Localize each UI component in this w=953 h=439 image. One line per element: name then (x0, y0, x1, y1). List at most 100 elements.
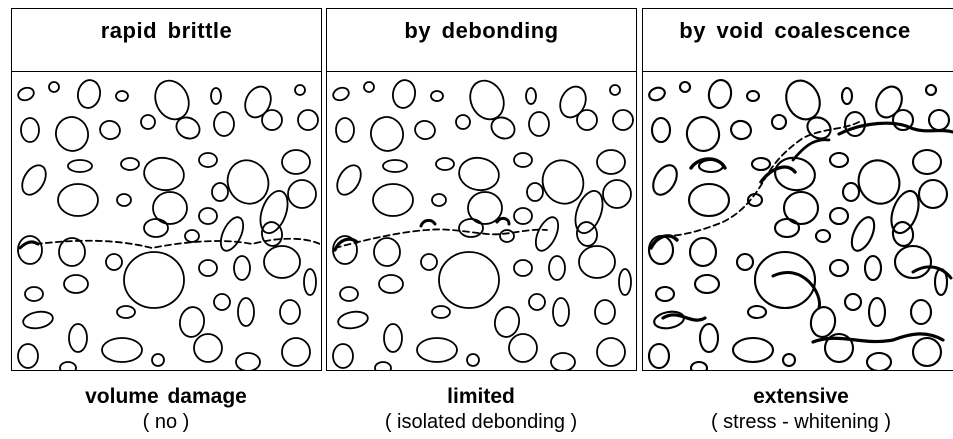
particle (781, 352, 797, 368)
particle (594, 299, 616, 325)
particle (770, 113, 788, 131)
particle (841, 181, 861, 203)
particle (237, 297, 255, 327)
particle (499, 229, 515, 243)
particle (259, 190, 289, 234)
particle (143, 218, 169, 238)
particle (875, 85, 903, 119)
particle (57, 183, 99, 217)
particle (828, 258, 850, 278)
particle (414, 120, 436, 140)
particle (335, 117, 355, 143)
particle (363, 81, 375, 93)
particle (911, 336, 943, 368)
particle (467, 191, 503, 225)
particle (863, 254, 883, 282)
particle (653, 310, 685, 330)
particle (175, 116, 201, 140)
particle (891, 221, 915, 247)
particle (48, 81, 60, 93)
particle (528, 111, 550, 137)
particle (235, 352, 261, 370)
particle (909, 298, 933, 326)
crack-debond (649, 234, 679, 250)
crack-dashed (35, 237, 320, 249)
particle (735, 252, 755, 272)
caption-sub: ( isolated debonding ) (384, 411, 578, 433)
particle (287, 179, 317, 209)
particle (373, 237, 401, 267)
panel-by-void-coalescence: by void coalescence (642, 8, 953, 371)
particle (438, 251, 500, 309)
particle (513, 259, 533, 277)
crack-debond (661, 313, 707, 322)
particle (226, 159, 270, 205)
particle (55, 116, 89, 152)
particle (654, 285, 676, 303)
particle (63, 274, 89, 294)
particle (382, 159, 408, 173)
panel-title: by debonding (404, 18, 559, 43)
particle (339, 286, 359, 302)
particle (753, 250, 817, 310)
crack-dashed (664, 121, 860, 237)
panel-header: rapid brittle (12, 9, 321, 72)
particle (213, 111, 235, 137)
particle (596, 149, 626, 175)
particle (99, 120, 121, 140)
caption-sub: ( stress - whitening ) (710, 411, 892, 433)
particle (370, 116, 404, 152)
particle (435, 157, 455, 171)
particle (76, 79, 102, 109)
particle (602, 179, 632, 209)
particle (17, 86, 35, 102)
particle (58, 237, 86, 267)
particle (890, 189, 920, 235)
particle (263, 245, 301, 279)
particle (552, 297, 570, 327)
particle (178, 306, 206, 338)
particle (750, 156, 772, 172)
particle (850, 216, 876, 252)
crack-debond (759, 165, 797, 184)
particle (143, 156, 185, 192)
particle (678, 80, 692, 94)
particle (67, 159, 93, 173)
particle (378, 274, 404, 294)
particle (652, 164, 678, 196)
crack-debond (911, 265, 953, 280)
crack-coalescence (791, 138, 831, 162)
particle (332, 343, 354, 369)
particle (528, 293, 546, 311)
particle (828, 206, 850, 226)
particle (857, 159, 901, 205)
particle (123, 251, 185, 309)
panel-by-debonding: by debonding (326, 8, 637, 371)
particle-field (12, 72, 321, 370)
particle (210, 87, 222, 105)
particle (490, 116, 516, 140)
particle-field-svg (332, 79, 634, 370)
particle (924, 83, 938, 97)
particle (332, 86, 350, 102)
particle (105, 253, 123, 271)
particle (116, 193, 132, 207)
particle (648, 86, 666, 102)
particle (151, 353, 165, 367)
crack-debond (771, 271, 821, 310)
caption-limited: limited ( isolated debonding ) (331, 384, 631, 434)
caption-sub: ( no ) (142, 411, 190, 433)
particle (193, 333, 223, 363)
particle (297, 109, 319, 131)
particle (618, 268, 632, 296)
particle (707, 79, 733, 109)
particle (279, 299, 301, 325)
particle (814, 228, 832, 244)
particle (525, 87, 537, 105)
particle (152, 191, 188, 225)
particle (466, 353, 480, 367)
panel-rapid-brittle: rapid brittle (11, 8, 322, 371)
particle (647, 234, 675, 266)
particle (688, 236, 718, 268)
particle (336, 164, 362, 196)
